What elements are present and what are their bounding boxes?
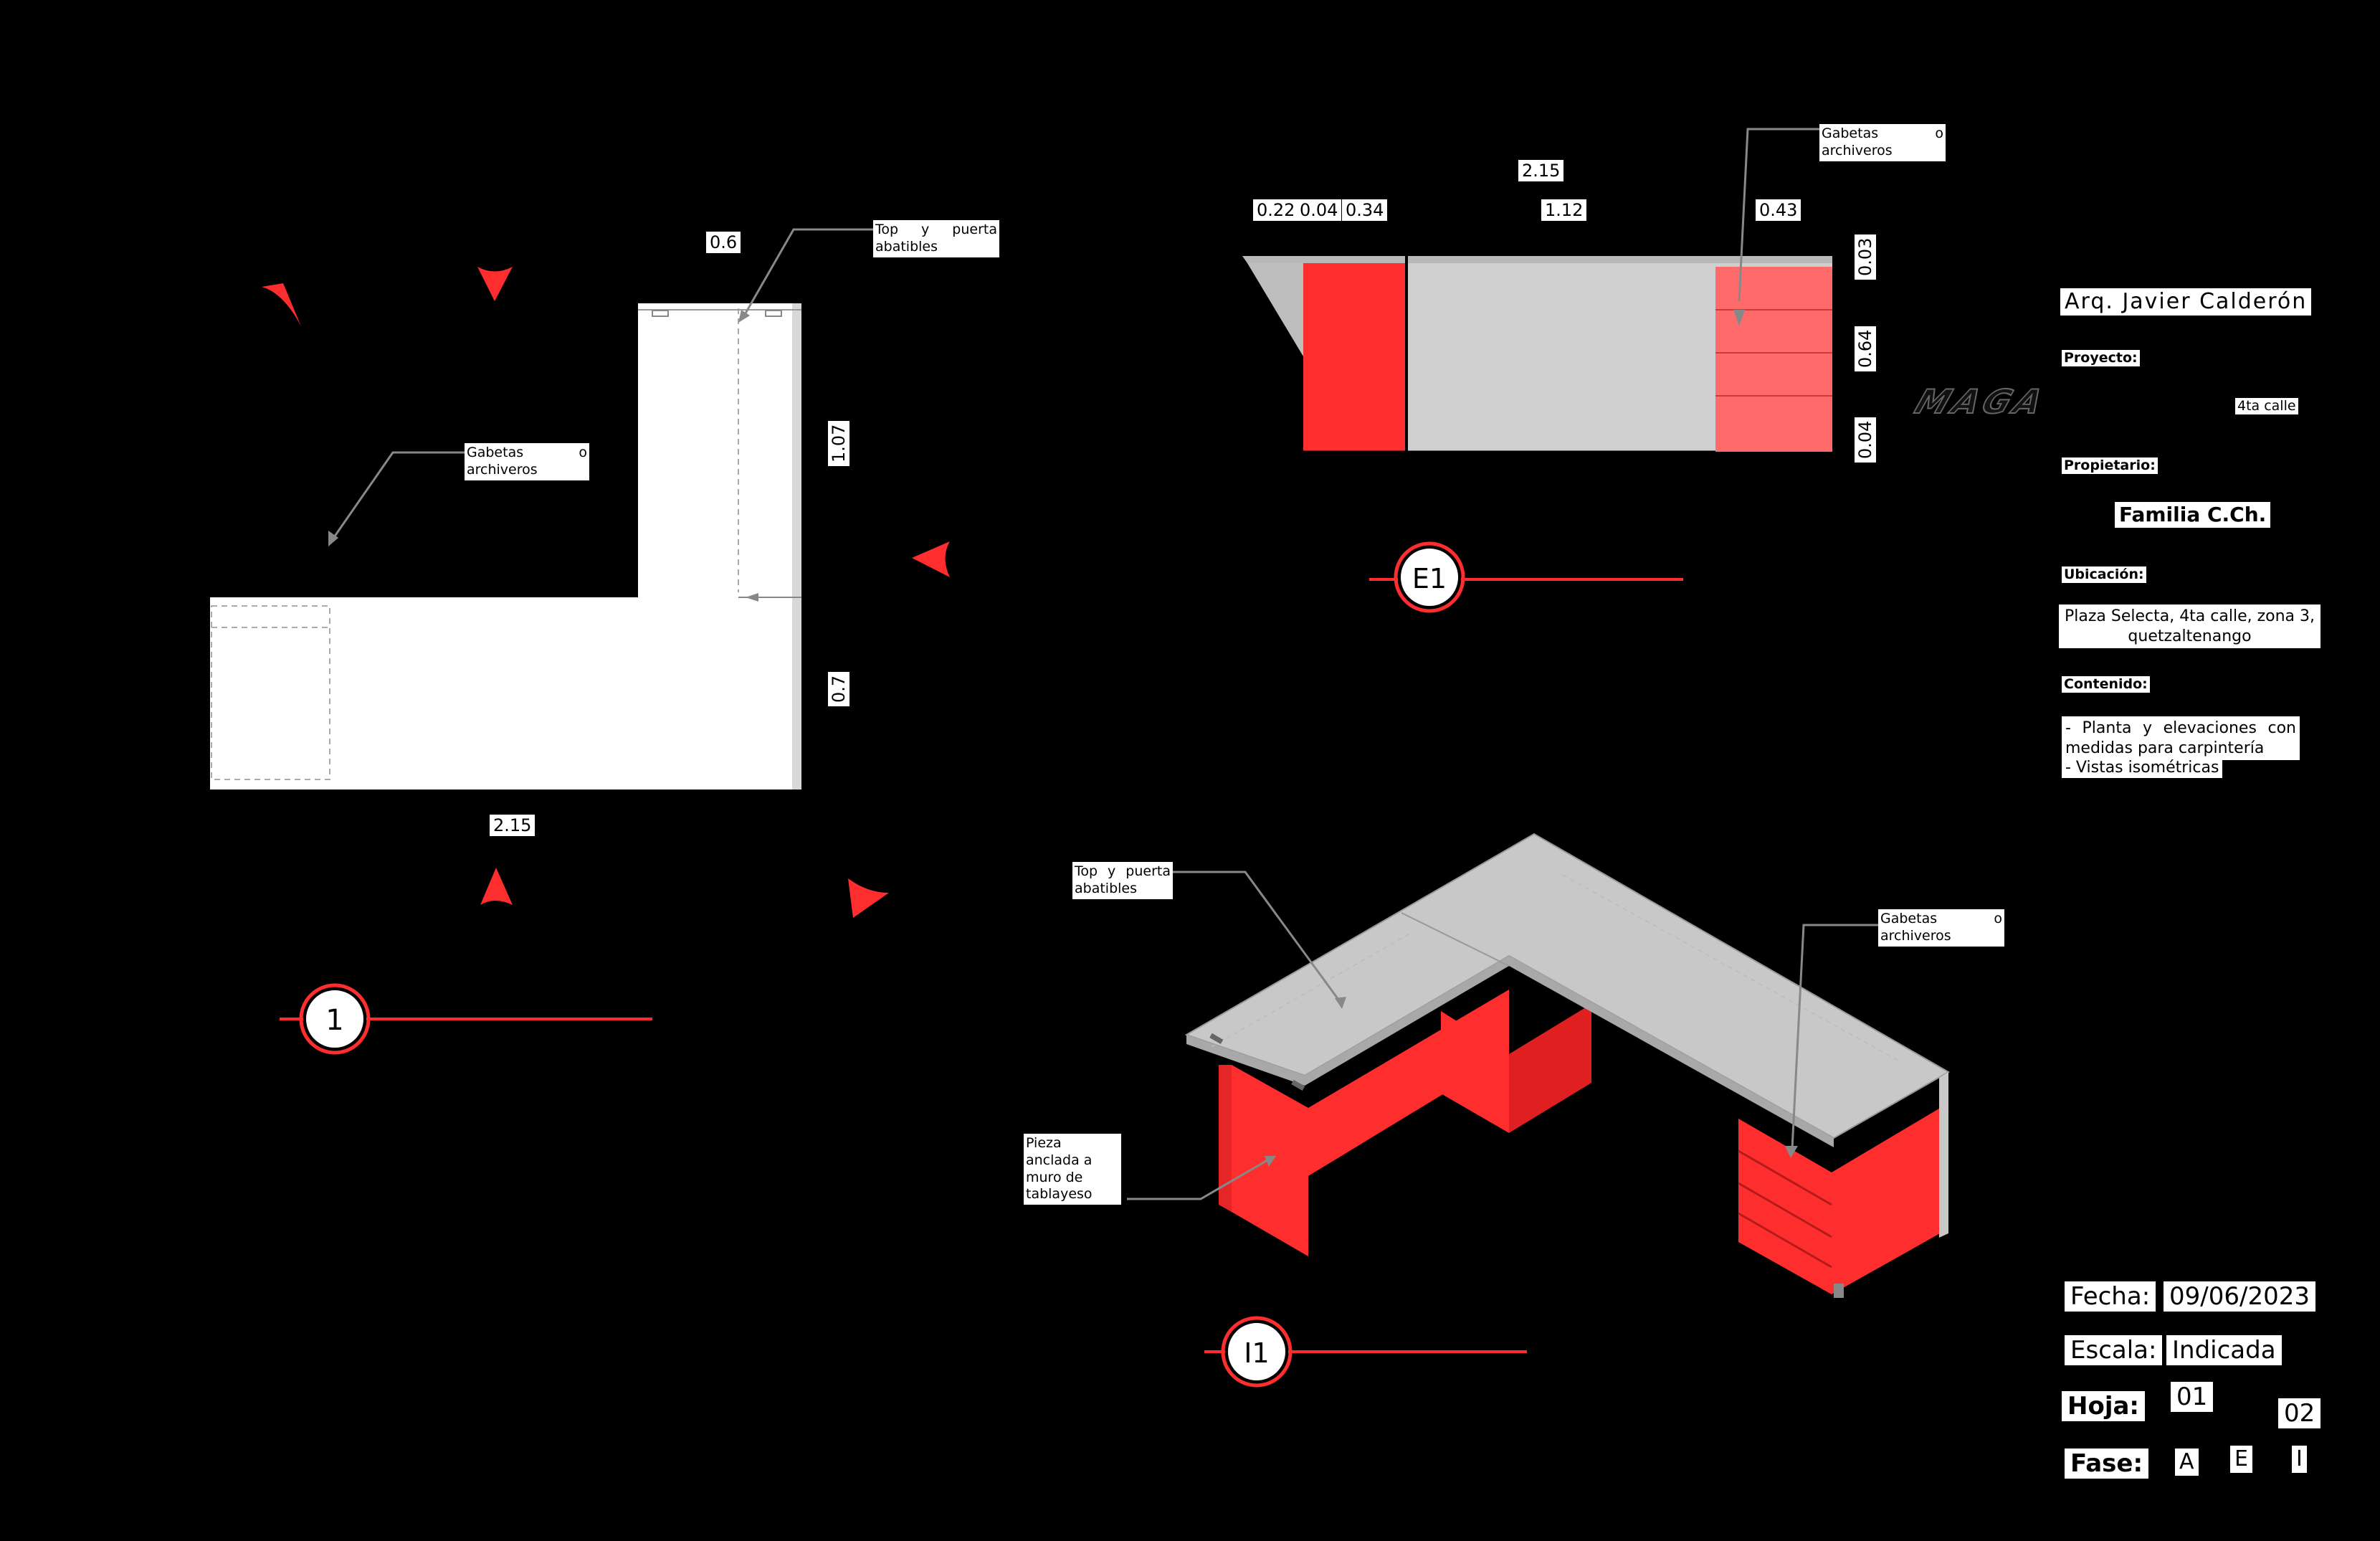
elev-dim-total: 2.15 [1518,160,1564,181]
location-label: Ubicación: [2062,566,2146,583]
elev-dim-seg4: 1.12 [1541,199,1587,221]
plan-view: 1 [210,228,950,1055]
elevation-drawer-left [1303,263,1406,452]
plan-dim-right-lower: 0.7 [828,671,849,706]
elevation-view: E1 [1242,128,1832,613]
plan-desk-main [210,597,801,790]
elev-dim-v1: 0.03 [1855,234,1876,280]
isometric-marker [1225,1320,1288,1383]
elevation-marker [1398,546,1461,609]
elev-dim-seg1: 0.22 [1253,199,1299,221]
iso-callout-anchored: Pieza anclada a muro de tablayeso [1024,1134,1121,1205]
contents-label: Contenido: [2062,676,2150,693]
phase-item: I [2292,1446,2307,1473]
location-text: Plaza Selecta, 4ta calle, zona 3, quetza… [2059,604,2320,648]
date-value: 09/06/2023 [2164,1281,2315,1312]
plan-dim-right-upper: 1.07 [828,420,849,466]
iso-drawer-unit-side [1832,1104,1946,1294]
view-arrow-icon [912,541,950,577]
phase-label: Fase: [2065,1448,2149,1479]
view-arrow-icon [480,868,513,905]
owner-name: Familia C.Ch. [2115,502,2271,528]
view-arrow-icon [262,283,301,326]
date-label: Fecha: [2065,1281,2156,1312]
plan-marker [303,987,366,1051]
view-arrow-icon [848,878,889,918]
elevation-marker-label: E1 [1412,563,1447,594]
plan-callout-drawers: Gabetas o archiveros [465,443,589,480]
elev-dim-v3: 0.04 [1855,417,1876,463]
project-logo: MAGA [1909,382,2052,422]
plan-callout-top-door: Top y puerta abatibles [873,220,999,257]
elev-dim-v2: 0.64 [1855,326,1876,371]
owner-label: Propietario: [2062,457,2158,474]
plan-marker-label: 1 [325,1004,343,1037]
sheet-label: Hoja: [2062,1391,2146,1421]
isometric-marker-label: I1 [1244,1337,1269,1369]
phase-item: E [2230,1446,2252,1473]
sheet-number: 01 [2171,1382,2214,1412]
view-arrow-icon [477,267,513,301]
architect-name: Arq. Javier Calderón [2060,288,2312,316]
isometric-view: I1 [1127,833,1951,1388]
project-logo-text: MAGA [1910,383,2052,421]
phase-item: A [2175,1448,2199,1476]
plan-dim-top: 0.6 [706,232,741,253]
scale-label: Escala: [2065,1335,2163,1365]
elev-dim-seg5: 0.43 [1756,199,1801,221]
contents-item: - Planta y elevaciones con medidas para … [2062,716,2300,760]
elev-callout-drawers: Gabetas o archiveros [1819,124,1946,161]
contents-item: - Vistas isométricas [2062,758,2223,778]
iso-callout-top-door: Top y puerta abatibles [1072,862,1173,899]
iso-callout-drawers: Gabetas o archiveros [1878,909,2004,947]
plan-dim-bottom: 2.15 [490,815,536,836]
project-street: 4ta calle [2235,398,2298,414]
iso-drawer-unit-front [1738,1119,1832,1294]
sheet-total: 02 [2278,1398,2321,1428]
plan-return-top [638,303,801,597]
elev-dim-seg2: 0.04 [1296,199,1342,221]
scale-value: Indicada [2166,1335,2282,1365]
elev-dim-seg3: 0.34 [1342,199,1388,221]
project-label: Proyecto: [2062,350,2140,366]
